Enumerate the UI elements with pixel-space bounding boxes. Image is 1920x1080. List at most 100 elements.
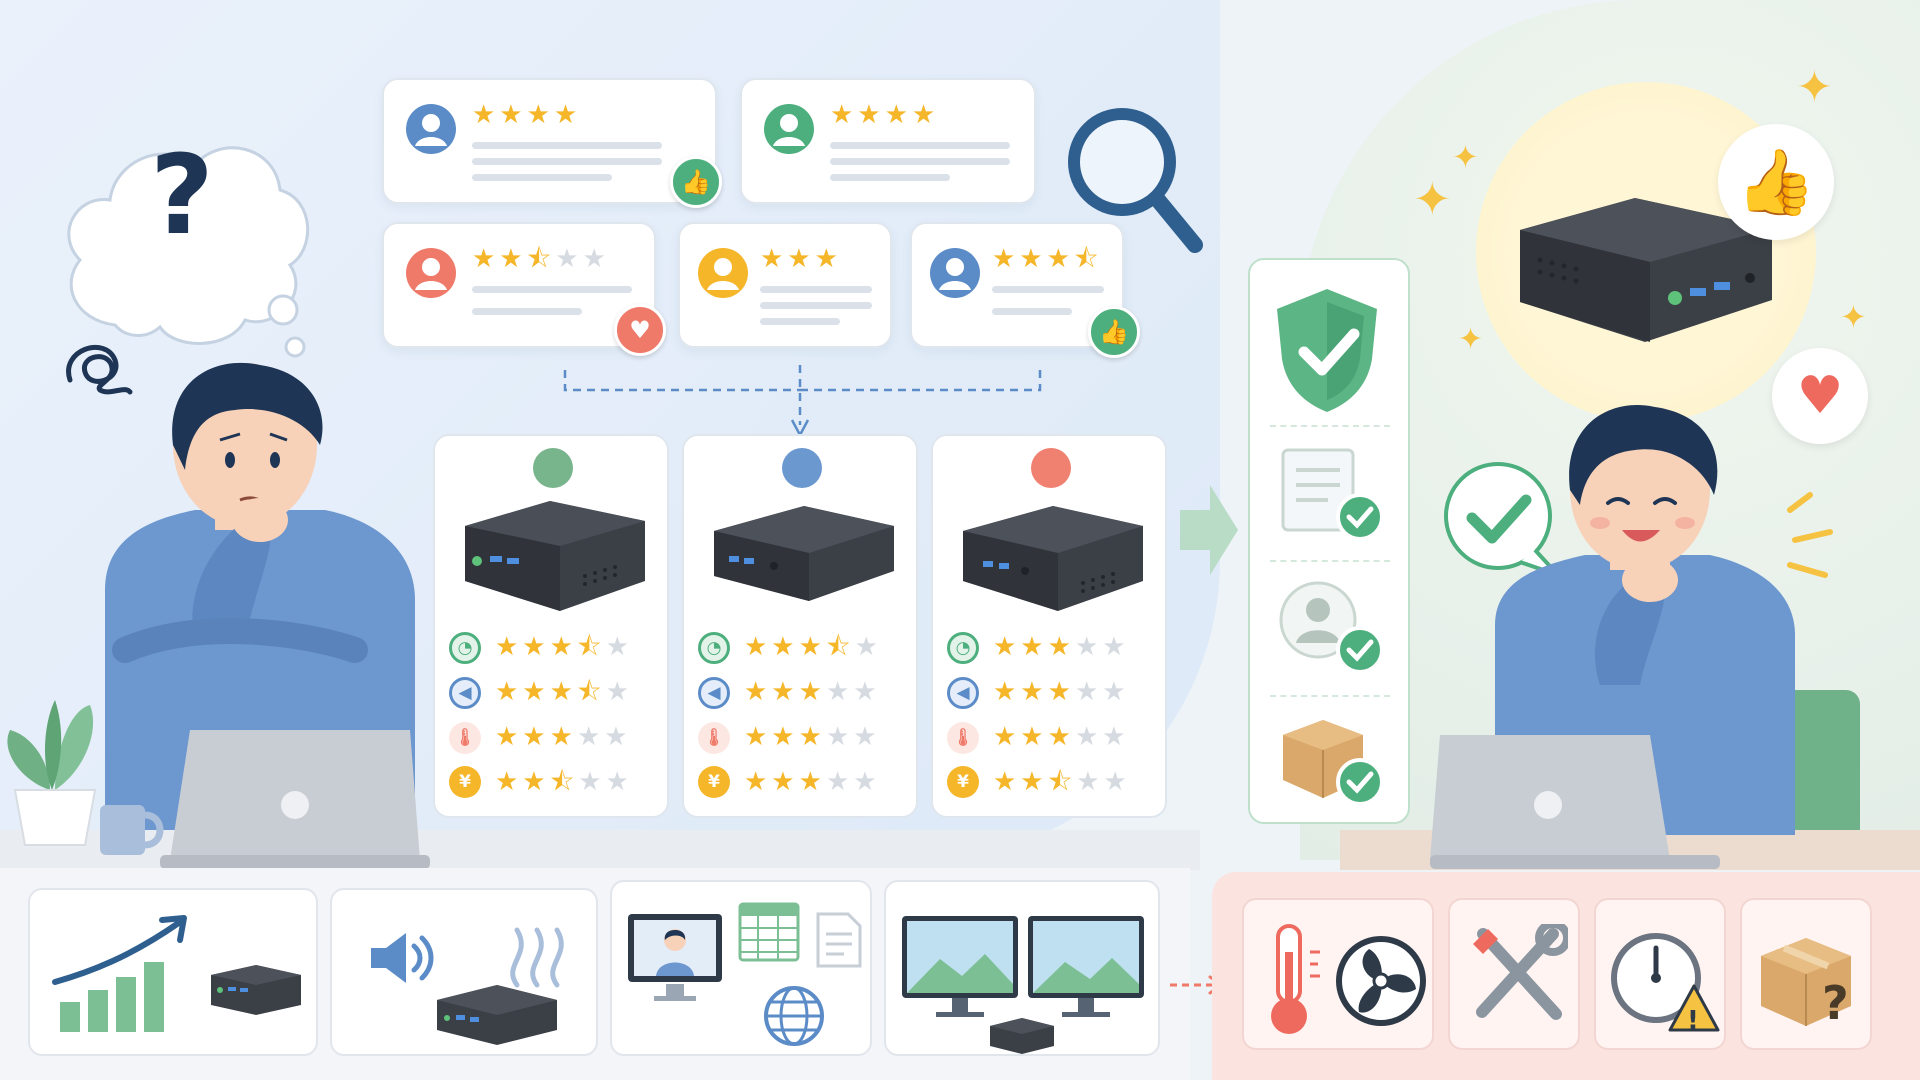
mini-pc xyxy=(465,501,645,611)
review-rating: ★★★ xyxy=(760,244,842,274)
divider xyxy=(1270,560,1390,562)
review-text-line xyxy=(472,142,662,149)
sparkle-icon: ✦ xyxy=(1413,172,1452,226)
price-rating: ★★⯪★★ xyxy=(495,767,633,797)
noise-rating: ★★★★★ xyxy=(744,677,881,707)
speedometer-icon: ◔ xyxy=(698,632,730,664)
review-text-line xyxy=(992,308,1072,315)
risk-panel: ! xyxy=(1594,898,1726,1050)
noise-icon xyxy=(371,933,434,983)
review-rating: ★★★★ xyxy=(830,100,940,130)
review-text-line xyxy=(472,174,612,181)
mini-pc xyxy=(714,506,894,601)
noise-rating: ★★★⯪★ xyxy=(495,677,633,707)
question-mark-icon: ? xyxy=(150,131,214,259)
speaker-icon: ◀ xyxy=(449,677,481,709)
price-rating: ★★★★★ xyxy=(744,767,881,797)
mini-pc xyxy=(211,965,301,1015)
product-color-dot xyxy=(533,448,573,488)
document-check-icon xyxy=(1281,448,1384,541)
thumbs-up-icon: 👍 xyxy=(1718,124,1834,240)
review-card: ★★★ xyxy=(678,222,892,348)
thought-cloud xyxy=(67,146,310,358)
use-case-panel xyxy=(884,880,1160,1056)
checklist-panel xyxy=(1248,258,1410,824)
review-text-line xyxy=(830,158,1010,165)
speaker-icon: ◀ xyxy=(698,677,730,709)
avatar xyxy=(698,248,748,298)
review-rating: ★★★⯪ xyxy=(992,244,1103,274)
review-rating: ★★★★ xyxy=(472,100,582,130)
review-text-line xyxy=(760,286,872,293)
review-text-line xyxy=(472,286,632,293)
question-mark-icon: ? xyxy=(1822,976,1849,1030)
noise-rating: ★★★★★ xyxy=(993,677,1130,707)
plant xyxy=(7,700,97,846)
warning-mark: ! xyxy=(1687,1006,1699,1036)
performance-rating: ★★★⯪★ xyxy=(744,632,882,662)
review-text-line xyxy=(760,318,840,325)
spreadsheet-icon xyxy=(738,902,800,962)
clock-warning-icon xyxy=(1611,933,1720,1032)
fan-icon xyxy=(1336,936,1426,1026)
performance-rating: ★★★⯪★ xyxy=(495,632,633,662)
growth-chart-icon xyxy=(52,915,187,1032)
thumbs-up-icon: 👍 xyxy=(1088,306,1140,358)
review-rating: ★★⯪★★ xyxy=(472,244,610,274)
sparkle-icon: ✦ xyxy=(1840,298,1867,336)
dual-monitor-icon xyxy=(902,916,1144,1054)
heat-rating: ★★★★★ xyxy=(744,722,881,752)
review-text-line xyxy=(472,158,662,165)
product-card: ◔ ★★★⯪★ ◀ ★★★⯪★ 🌡 ★★★★★ ¥ ★★⯪★★ xyxy=(433,434,669,818)
speedometer-icon: ◔ xyxy=(449,632,481,664)
review-text-line xyxy=(830,142,1010,149)
sparkle-icon: ✦ xyxy=(1796,62,1833,113)
product-card: ◔ ★★★⯪★ ◀ ★★★★★ 🌡 ★★★★★ ¥ ★★★★★ xyxy=(682,434,918,818)
thermometer-icon: 🌡 xyxy=(449,722,481,754)
risk-panel xyxy=(1242,898,1434,1050)
mini-pc xyxy=(437,985,557,1045)
review-text-line xyxy=(472,308,582,315)
avatar xyxy=(406,248,456,298)
thermometer-icon: 🌡 xyxy=(698,722,730,754)
heart-icon: ♥ xyxy=(1772,348,1868,444)
avatar xyxy=(406,104,456,154)
review-connector xyxy=(563,365,1042,438)
heat-rating: ★★★★★ xyxy=(993,722,1130,752)
confused-scribble-icon xyxy=(66,344,133,395)
review-card: ★★⯪★★ ♥ xyxy=(382,222,666,356)
thermometer-icon xyxy=(1271,924,1320,1034)
review-text-line xyxy=(992,286,1104,293)
thermometer-icon: 🌡 xyxy=(947,722,979,754)
yen-icon: ¥ xyxy=(947,766,979,798)
review-card: ★★★★ xyxy=(740,78,1036,204)
yen-icon: ¥ xyxy=(698,766,730,798)
avatar xyxy=(764,104,814,154)
divider xyxy=(1270,425,1390,427)
price-rating: ★★⯪★★ xyxy=(993,767,1131,797)
mini-pc xyxy=(963,506,1143,611)
magnifier-icon xyxy=(1068,108,1203,253)
product-card: ◔ ★★★★★ ◀ ★★★★★ 🌡 ★★★★★ ¥ ★★⯪★★ xyxy=(931,434,1167,818)
repair-tools-icon xyxy=(1473,924,1568,1020)
use-case-panel xyxy=(330,888,598,1056)
product-color-dot xyxy=(1031,448,1071,488)
excitement-marks xyxy=(1787,492,1833,578)
use-case-panel xyxy=(610,880,872,1056)
risk-panel: ? xyxy=(1740,898,1872,1050)
sparkle-icon: ✦ xyxy=(1452,138,1479,176)
arrow-right-icon xyxy=(1180,485,1238,575)
box-question-icon xyxy=(1761,938,1851,1026)
globe-icon xyxy=(764,986,824,1046)
mug xyxy=(100,805,164,855)
review-text-line xyxy=(760,302,872,309)
video-call-icon xyxy=(628,914,722,1001)
review-text-line xyxy=(830,174,950,181)
use-case-panel xyxy=(28,888,318,1056)
heat-rating: ★★★★★ xyxy=(495,722,632,752)
speaker-icon: ◀ xyxy=(947,677,979,709)
user-check-icon xyxy=(1279,581,1384,674)
shield-check-icon xyxy=(1277,289,1377,412)
review-card: ★★★⯪ 👍 xyxy=(910,222,1140,358)
heart-icon: ♥ xyxy=(614,304,666,356)
